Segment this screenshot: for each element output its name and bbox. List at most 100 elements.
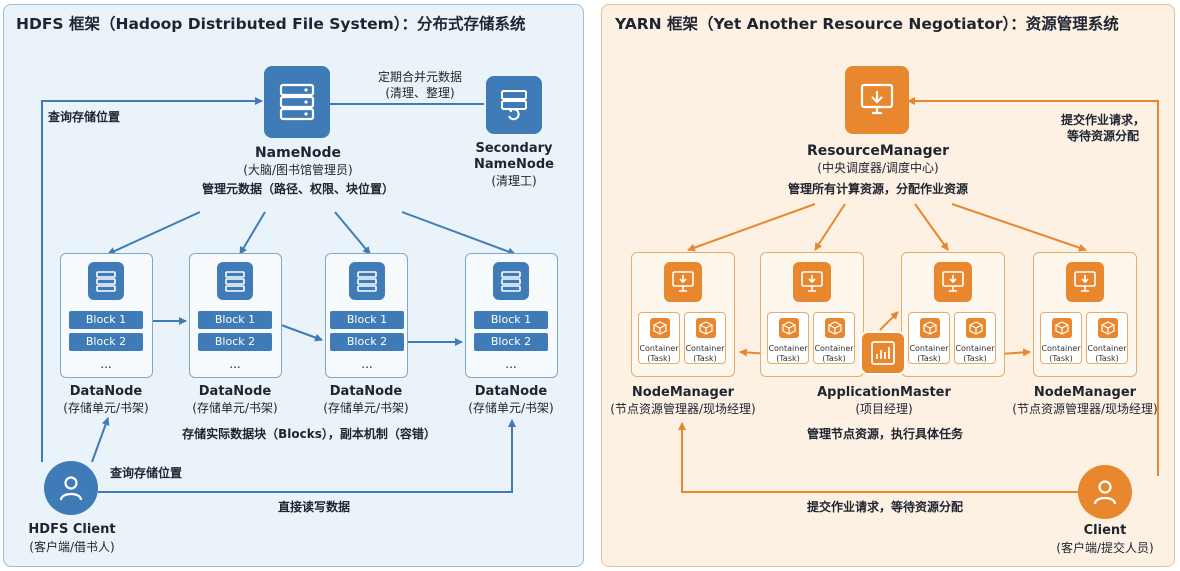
dn1-block-1: Block 1	[69, 311, 143, 329]
container-2a[interactable]: Container (Task)	[767, 312, 809, 364]
container-task: (Task)	[1095, 354, 1119, 363]
cube-icon	[966, 318, 986, 338]
container-task: (Task)	[963, 354, 987, 363]
container-label: Container	[1041, 344, 1081, 353]
dn4-block-2: Block 2	[474, 333, 548, 351]
dn3-block-1: Block 1	[330, 311, 404, 329]
container-1a[interactable]: Container (Task)	[638, 312, 680, 364]
query-location-label-top: 查询存储位置	[48, 110, 121, 124]
server-icon	[225, 271, 245, 292]
hdfs-client-name: HDFS Client	[28, 522, 116, 537]
container-task: (Task)	[647, 354, 671, 363]
namenode-role: (大脑/图书馆管理员)	[243, 163, 353, 177]
dn2-block-1: Block 1	[198, 311, 272, 329]
namenode-name: NameNode	[254, 145, 342, 161]
nm-right-role: (节点资源管理器/现场经理)	[1012, 402, 1158, 416]
user-icon	[1093, 480, 1117, 505]
monitor-download-icon	[1074, 271, 1096, 292]
container-task: (Task)	[917, 354, 941, 363]
cube-icon	[920, 318, 940, 338]
datanode-desc: 存储实际数据块（Blocks），副本机制（容错）	[182, 427, 436, 441]
hdfs-client-node[interactable]	[44, 461, 98, 515]
cube-icon	[825, 318, 845, 338]
monitor-download-icon	[942, 271, 964, 292]
merge-label: 定期合并元数据	[377, 70, 462, 84]
dn4-name: DataNode	[474, 384, 548, 399]
direct-rw-label: 直接读写数据	[277, 500, 350, 514]
monitor-download-icon	[672, 271, 694, 292]
container-label: Container	[1087, 344, 1127, 353]
dn1-block-2: Block 2	[69, 333, 143, 351]
rm-name: ResourceManager	[806, 143, 950, 159]
container-label: Container	[814, 344, 854, 353]
container-1b[interactable]: Container (Task)	[684, 312, 726, 364]
container-label: Container	[685, 344, 725, 353]
merge-sub-label: (清理、整理)	[385, 86, 455, 100]
user-icon	[59, 476, 83, 501]
nm4-icon-box	[1066, 262, 1104, 302]
container-label: Container	[909, 344, 949, 353]
datanode-1-icon-box	[88, 262, 124, 300]
monitor-download-icon	[860, 83, 894, 115]
nm3-icon-box	[934, 262, 972, 302]
container-task: (Task)	[693, 354, 717, 363]
submit-label-top-1: 提交作业请求，	[1060, 113, 1145, 127]
server-icon	[357, 271, 377, 292]
dn2-block-2: Block 2	[198, 333, 272, 351]
dn1-name: DataNode	[69, 384, 143, 399]
container-task: (Task)	[1049, 354, 1073, 363]
rm-desc: 管理所有计算资源，分配作业资源	[787, 182, 968, 196]
dn3-block-2: Block 2	[330, 333, 404, 351]
nm-left-name: NodeManager	[631, 385, 735, 400]
resourcemanager-node[interactable]	[845, 66, 909, 134]
container-3a[interactable]: Container (Task)	[908, 312, 950, 364]
yarn-client-name: Client	[1083, 523, 1127, 538]
dn2-name: DataNode	[198, 384, 272, 399]
cube-icon	[1098, 318, 1118, 338]
container-label: Container	[768, 344, 808, 353]
secondary-role: (清理工)	[491, 174, 537, 188]
dn4-role: (存储单元/书架)	[468, 401, 554, 415]
nm-left-role: (节点资源管理器/现场经理)	[610, 402, 756, 416]
yarn-title: YARN 框架（Yet Another Resource Negotiator）…	[615, 15, 1119, 33]
refresh-doc-icon	[501, 90, 527, 121]
submit-label-top-2: 等待资源分配	[1066, 129, 1139, 143]
container-task: (Task)	[776, 354, 800, 363]
server-icon	[96, 271, 116, 292]
dn2-role: (存储单元/书架)	[192, 401, 278, 415]
namenode-desc: 管理元数据（路径、权限、块位置）	[201, 182, 394, 196]
container-3b[interactable]: Container (Task)	[954, 312, 996, 364]
dn2-ellipsis: ...	[229, 357, 241, 371]
dn3-role: (存储单元/书架)	[323, 401, 409, 415]
query-location-label-bottom: 查询存储位置	[110, 466, 183, 480]
rm-role: (中央调度器/调度中心)	[817, 161, 939, 175]
datanode-3-icon-box	[349, 262, 385, 300]
dn4-ellipsis: ...	[505, 357, 517, 371]
applicationmaster-node[interactable]	[860, 331, 906, 375]
hdfs-title: HDFS 框架（Hadoop Distributed File System）：…	[16, 15, 526, 33]
container-label: Container	[639, 344, 679, 353]
cube-icon	[650, 318, 670, 338]
hdfs-client-role: (客户端/借书人)	[29, 540, 115, 554]
dn1-ellipsis: ...	[100, 357, 112, 371]
am-role: (项目经理)	[855, 402, 913, 416]
container-4b[interactable]: Container (Task)	[1086, 312, 1128, 364]
container-2b[interactable]: Container (Task)	[813, 312, 855, 364]
datanode-2-icon-box	[217, 262, 253, 300]
nm2-icon-box	[793, 262, 831, 302]
dn4-block-1: Block 1	[474, 311, 548, 329]
container-4a[interactable]: Container (Task)	[1040, 312, 1082, 364]
monitor-download-icon	[801, 271, 823, 292]
secondary-name2: NameNode	[474, 157, 554, 172]
am-name: ApplicationMaster	[817, 385, 951, 400]
dn3-name: DataNode	[329, 384, 403, 399]
cube-icon	[696, 318, 716, 338]
namenode-node[interactable]	[264, 66, 330, 138]
dn3-ellipsis: ...	[361, 357, 373, 371]
server-icon	[501, 271, 521, 292]
yarn-client-node[interactable]	[1078, 465, 1132, 519]
am-desc: 管理节点资源，执行具体任务	[806, 427, 963, 441]
dn1-role: (存储单元/书架)	[63, 401, 149, 415]
bar-chart-icon	[871, 341, 895, 365]
secondary-namenode-node[interactable]	[486, 76, 542, 134]
